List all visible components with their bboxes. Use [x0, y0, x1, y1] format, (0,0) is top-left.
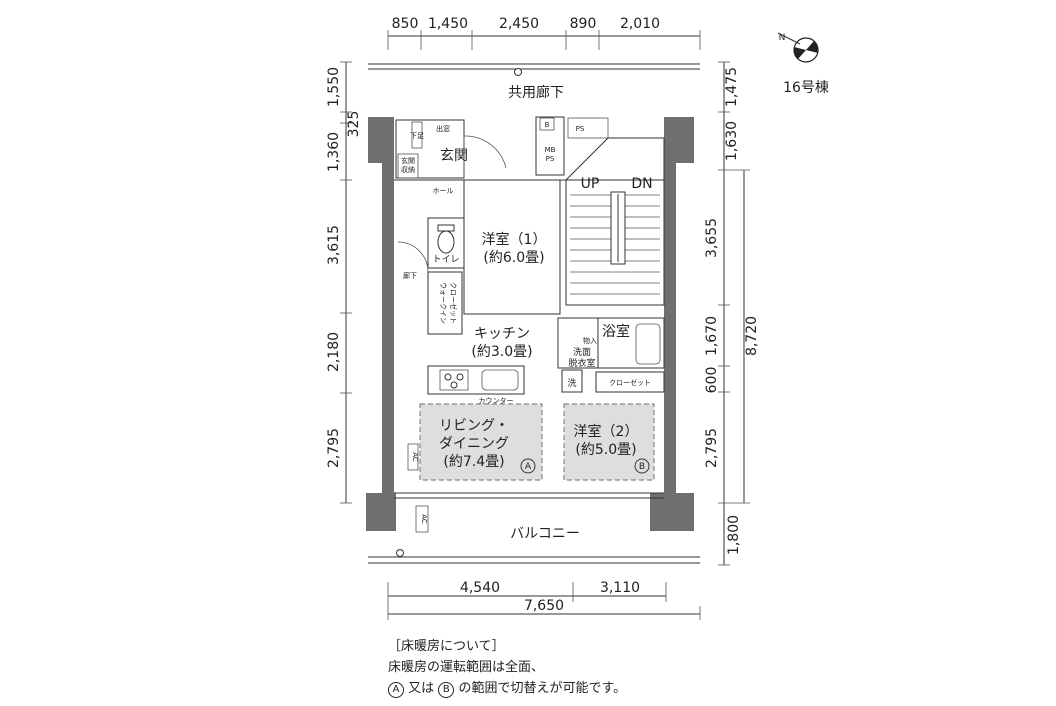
- bottom-dimensions: 4,540 3,110 7,650: [387, 580, 701, 620]
- ps-label: PS: [576, 125, 585, 133]
- western1-label: 洋室（1）: [482, 231, 547, 248]
- dim-right-7: 1,800: [726, 515, 742, 555]
- western-room-1: 洋室（1） (約6.0畳): [463, 179, 561, 315]
- building-label: 16号棟: [783, 80, 829, 96]
- mbps-line1: MB: [545, 146, 556, 154]
- floor-heating-zone-a: [419, 403, 543, 481]
- ac-label-balcony: AC: [420, 514, 428, 524]
- wic-line1: ウォークイン: [439, 282, 447, 324]
- dim-top-1: 850: [392, 16, 419, 32]
- dim-left-4: 3,615: [326, 225, 342, 265]
- kitchen-area: キッチン (約3.0畳) カウンター: [427, 326, 533, 405]
- dim-top-4: 890: [570, 16, 597, 32]
- dim-bottom-1: 4,540: [460, 580, 500, 596]
- dim-right-3: 3,655: [704, 218, 720, 258]
- living-line2: ダイニング: [439, 436, 509, 452]
- dim-left-3: 1,360: [326, 132, 342, 172]
- dim-top-5: 2,010: [620, 16, 660, 32]
- western2-size: (約5.0畳): [575, 442, 636, 458]
- toilet-area: トイレ 廊下 ウォークイン クローゼット: [397, 217, 465, 335]
- note-heading: ［床暖房について］: [388, 639, 505, 654]
- dim-right-total: 8,720: [744, 316, 760, 356]
- dim-left-6: 2,795: [326, 428, 342, 468]
- dim-right-2: 1,630: [724, 121, 740, 161]
- hall-label: ホール: [433, 187, 454, 195]
- kitchen-label: キッチン: [474, 326, 530, 342]
- living-size: (約7.4畳): [443, 454, 504, 470]
- ac-label-living: AC: [411, 452, 419, 462]
- north-label: N: [779, 33, 786, 43]
- mbps-line2: PS: [546, 155, 555, 163]
- dim-right-5: 600: [704, 367, 720, 394]
- western-room-2: 洋室（2） (約5.0畳) B: [563, 403, 655, 481]
- entrance-area: 玄関 収納 下足 出窓 玄関 ホール: [395, 119, 507, 195]
- stair-up-label: UP: [581, 176, 600, 192]
- storage-label: 物入: [583, 336, 597, 345]
- western1-size: (約6.0畳): [483, 250, 544, 266]
- washroom-line1: 洗面: [573, 346, 591, 358]
- dim-right-4: 1,670: [704, 316, 720, 356]
- note-mark-b: B: [438, 682, 455, 698]
- entrance-label: 玄関: [440, 147, 468, 164]
- left-dimensions: 1,550 325 1,360 3,615 2,180 2,795: [326, 61, 362, 504]
- note-mark-a: A: [388, 682, 404, 698]
- dim-bottom-total: 7,650: [524, 598, 564, 614]
- dim-bottom-2: 3,110: [600, 580, 640, 596]
- north-arrow: N 16号棟: [777, 32, 829, 96]
- shoes-label: 下足: [410, 132, 424, 140]
- toilet-label: トイレ: [432, 255, 459, 265]
- note-line2: A 又は B の範囲で切替えが可能です。: [388, 678, 626, 699]
- mark-b: B: [639, 462, 645, 472]
- entrance-storage-line2: 収納: [401, 165, 415, 174]
- stairs: UP DN: [565, 137, 665, 306]
- washroom-line2: 脱衣室: [568, 357, 595, 369]
- western2-label: 洋室（2）: [574, 423, 639, 440]
- floor-plan: 850 1,450 2,450 890 2,010 N 16号棟 1,550 3…: [326, 16, 829, 620]
- wic-line2: クローゼット: [449, 282, 458, 324]
- counter-label: カウンター: [479, 396, 514, 405]
- balcony: バルコニー AC: [368, 505, 700, 564]
- living-line1: リビング・: [439, 418, 509, 434]
- corridor-rail: 共用廊下: [368, 63, 700, 101]
- dim-left-2: 325: [346, 111, 362, 138]
- dim-top-2: 1,450: [428, 16, 468, 32]
- note-line2-end: の範囲で切替えが可能です。: [458, 681, 627, 696]
- note-line2-mid: 又は: [408, 681, 435, 696]
- note-line1: 床暖房の運転範囲は全面、: [388, 660, 545, 675]
- balcony-label: バルコニー: [510, 526, 580, 542]
- outlet-label: 出窓: [436, 124, 450, 133]
- hallway-label: 廊下: [403, 271, 417, 280]
- bath-label: 浴室: [602, 323, 630, 340]
- entrance-storage-line1: 玄関: [401, 156, 415, 165]
- mark-a: A: [525, 462, 532, 472]
- kitchen-size: (約3.0畳): [471, 344, 532, 360]
- dim-left-1: 1,550: [326, 67, 342, 107]
- stair-down-label: DN: [631, 176, 652, 192]
- laundry-label: 洗: [567, 377, 576, 389]
- right-dimensions: 1,475 1,630 3,655 1,670 600 2,795 1,800 …: [704, 61, 760, 566]
- closet-label: クローゼット: [609, 378, 651, 387]
- bath-area: 浴室 物入 洗面 脱衣室 洗 クローゼット: [557, 317, 665, 393]
- mb-label: B: [545, 121, 550, 129]
- dim-left-5: 2,180: [326, 332, 342, 372]
- dim-right-6: 2,795: [704, 428, 720, 468]
- top-dimensions: 850 1,450 2,450 890 2,010: [387, 16, 701, 50]
- dim-right-1: 1,475: [724, 67, 740, 107]
- living-dining: リビング・ ダイニング (約7.4畳) A AC: [407, 403, 543, 481]
- floor-heating-zone-b: [563, 403, 655, 481]
- dim-top-3: 2,450: [499, 16, 539, 32]
- corridor-label: 共用廊下: [508, 84, 564, 101]
- mbps-area: B MB PS PS: [535, 116, 609, 176]
